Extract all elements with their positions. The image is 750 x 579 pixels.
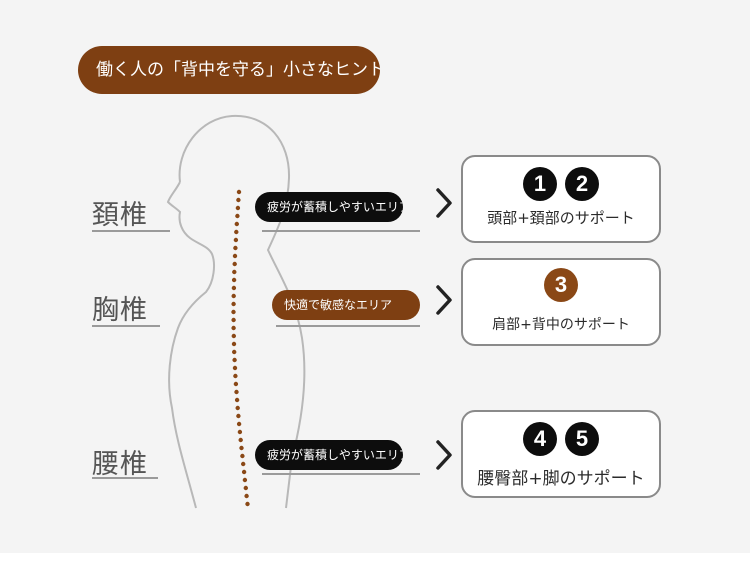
card-lumbar: 4 5 腰臀部+脚のサポート	[461, 410, 661, 498]
spine-dot	[241, 461, 246, 467]
label-cervical: 頚椎	[92, 200, 148, 231]
spine-dot	[231, 293, 236, 299]
spine-dot	[239, 445, 244, 451]
spine-dot	[236, 197, 241, 203]
card-text-lumbar: 腰臀部+脚のサポート	[477, 469, 645, 489]
chevron-right-icon	[436, 440, 452, 470]
spine-dot	[231, 277, 237, 283]
spine-dot	[232, 365, 238, 371]
body-silhouette	[166, 114, 306, 509]
spine-dot	[231, 309, 236, 315]
card-text-cervical: 頭部+頚部のサポート	[487, 209, 635, 227]
spine-dot	[242, 477, 248, 483]
card-text-thoracic: 肩部+背中のサポート	[492, 317, 630, 333]
spine-dot	[235, 205, 241, 211]
spine-dot	[231, 317, 236, 323]
spine-dot	[245, 501, 250, 507]
spine-dot	[233, 373, 238, 379]
spine-dot	[234, 221, 239, 227]
spine-dot	[234, 397, 240, 403]
spine-dot	[232, 349, 237, 355]
spine-dots	[231, 189, 250, 507]
spine-dot	[236, 413, 241, 419]
tag-cervical: 疲労が蓄積しやすいエリア	[255, 192, 403, 222]
spine-dot	[232, 253, 238, 259]
spine-dot	[236, 421, 242, 427]
chevron-right-icon	[436, 188, 452, 218]
spine-dot	[240, 453, 245, 459]
badge-5: 5	[565, 422, 599, 456]
badge-4: 4	[523, 422, 557, 456]
spine-dot	[233, 245, 238, 251]
spine-dot	[235, 213, 240, 219]
label-thoracic: 胸椎	[92, 295, 148, 326]
spine-dot	[232, 261, 237, 267]
spine-dot	[234, 389, 239, 395]
spine-dot	[234, 229, 239, 235]
title-banner: 働く人の「背中を守る」小さなヒント	[78, 46, 380, 94]
spine-dot	[243, 485, 248, 491]
back-outline	[178, 114, 306, 509]
spine-dot	[232, 269, 237, 275]
card-cervical: 1 2 頭部+頚部のサポート	[461, 155, 661, 243]
spine-dot	[231, 333, 236, 339]
tag-thoracic: 快適で敏感なエリア	[272, 290, 420, 320]
spine-dot	[235, 405, 240, 411]
spine-dot	[232, 357, 237, 363]
tag-lumbar: 疲労が蓄積しやすいエリア	[255, 440, 403, 470]
spine-dot	[231, 341, 237, 347]
spine-dot	[236, 189, 242, 195]
spine-dot	[231, 301, 236, 307]
card-thoracic: 3 肩部+背中のサポート	[461, 258, 661, 346]
spine-dot	[233, 237, 239, 243]
badge-2: 2	[565, 167, 599, 201]
spine-dot	[231, 325, 236, 331]
chevron-right-icon	[436, 285, 452, 315]
spine-dot	[244, 493, 249, 499]
badge-1: 1	[523, 167, 557, 201]
spine-dot	[233, 381, 239, 387]
spine-dot	[241, 469, 247, 475]
badge-3: 3	[544, 268, 578, 302]
spine-dot	[231, 285, 237, 291]
label-lumbar: 腰椎	[92, 449, 148, 480]
face-outline	[166, 181, 215, 509]
spine-dot	[238, 437, 243, 443]
spine-dot	[237, 429, 243, 435]
guide-lines	[92, 230, 420, 479]
